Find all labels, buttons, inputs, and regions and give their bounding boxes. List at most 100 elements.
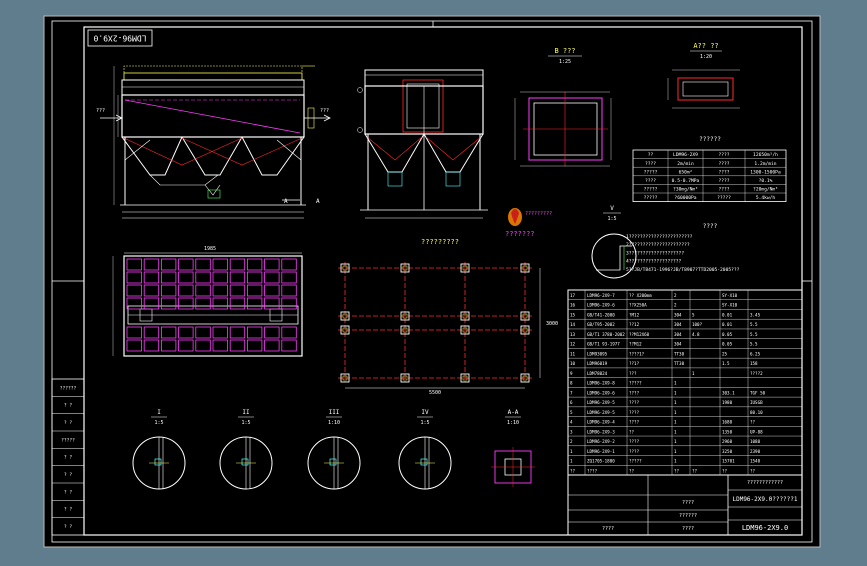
column-base-inner [522,313,528,319]
filter-bag-cell [229,271,246,284]
bom-cell: 304 [674,322,682,327]
bom-cell: UP-88 [750,429,763,434]
column-base-inner [402,327,408,333]
bom-cell: ???? [629,420,640,425]
bom-cell: ?? [750,420,756,425]
detail-label: A-A [508,409,519,416]
revision-cell: ? ? [64,524,73,530]
filter-bag-cell [229,284,246,297]
note-line: 4??????????????????? [626,259,682,265]
column-base [460,325,470,335]
rotated-code-text: LDM96-2X9.0 [93,34,146,43]
bom-cell: LDM96-2X9-1 [587,449,615,454]
bom-cell: LDM96-2X9-2 [587,439,615,444]
column-base [340,373,350,383]
specs-cell: ???? [645,161,656,167]
filter-bag-cell [143,326,160,339]
filter-bag-cell [229,258,246,271]
bom-cell: 5 [570,410,573,415]
bom-cell: 7 [570,390,573,395]
filter-bag-cell [195,326,211,339]
column-base [520,373,530,383]
filter-bag-cell [264,271,280,284]
specs-title: ?????? [699,136,721,143]
plan-width-label: 1985 [204,246,216,252]
specs-cell: ???? [718,169,729,175]
bom-cell: ????? [629,459,642,464]
specs-cell: ???? [645,178,656,184]
title-block-cell-1: ???? [682,500,694,506]
bom-cell: 303.1 [722,390,735,395]
side-elevation [357,69,488,219]
filter-bag-cell [143,284,160,297]
note-line: 1??????????????????????? [626,234,693,240]
filter-bag-cell [178,271,194,284]
specs-cell: ?? [648,152,654,158]
bag-layout-plan: 1985 [112,246,303,357]
grid-side-dim: 3000 [546,321,558,327]
specs-cell: ?0.1% [759,178,773,184]
filter-bag-cell [281,297,297,310]
filter-bag-cell [281,258,297,271]
bom-cell: LDM93095 [587,351,608,356]
column-base-inner [342,375,348,381]
filter-bag-cell [126,258,142,271]
revision-cell: ? ? [64,403,73,409]
bom-cell: 1 [674,449,677,454]
filter-bag-cell [195,258,211,271]
detail-bolt [420,458,428,466]
notes-title: ???? [703,223,718,230]
bom-cell: 0.01 [722,322,733,327]
detail-scale: 1:10 [328,420,340,426]
column-base [400,311,410,321]
note-line: 2?????????????????????? [626,242,690,248]
detail-scale: 1:10 [507,420,519,426]
revision-cell: ????? [61,437,75,443]
bom-cell: 0.01 [722,312,733,317]
specs-cell: 1300-1500Pa [750,169,781,175]
bom-cell: GB/T1 3780-2002 [587,332,625,337]
column-base-inner [522,375,528,381]
view-v-title: V [610,205,614,212]
revision-cell: ?????? [60,385,77,391]
view-b-title: B ??? [554,47,575,55]
bom-cell: 1 [674,390,677,395]
bom-cell: ?? X200mm [629,293,652,298]
filter-bag-cell [143,297,160,310]
filter-bag-cell [246,284,263,297]
specs-cell: LDM96-2X9 [673,152,698,158]
column-base [340,263,350,273]
bom-cell: 1980 [722,400,733,405]
filter-bag-cell [126,339,142,352]
outer-border [51,20,813,543]
bom-cell: TGF 50 [750,390,766,395]
revision-block: ??????? ?? ??????? ?? ?? ?? ?? ? [51,378,85,536]
bom-cell: LDM96-2X9-6 [587,303,615,308]
filter-bag-cell [264,297,280,310]
bom-cell: 2 [674,293,677,298]
view-c-scale: 1:20 [700,54,712,60]
filter-bag-cell [126,271,142,284]
bom-cell: 6 [570,400,573,405]
bom-cell: TT30 [674,361,685,366]
filter-bag-cell [264,339,280,352]
bom-cell: LDM96-2X9-4 [587,420,615,425]
filter-bag-cell [160,339,177,352]
filter-bag-cell [264,258,280,271]
bom-cell: 3.45 [750,312,761,317]
bom-cell: 2390 [750,449,761,454]
filter-bag-cell [264,284,280,297]
bom-cell: GB/T1 93-1977 [587,342,620,347]
filter-bag-cell [160,258,177,271]
bom-cell: 4 [570,420,573,425]
bom-cell: ???? [629,400,640,405]
view-v-detail: V 1:5 [591,205,637,279]
bom-cell: 2 [674,303,677,308]
bom-cell: GB/T41-2000 [587,312,615,317]
detail-label: IV [421,409,429,416]
bom-cell: ??12 [629,322,640,327]
filter-bag-cell [229,326,246,339]
bom-cell: 9 [570,371,573,376]
